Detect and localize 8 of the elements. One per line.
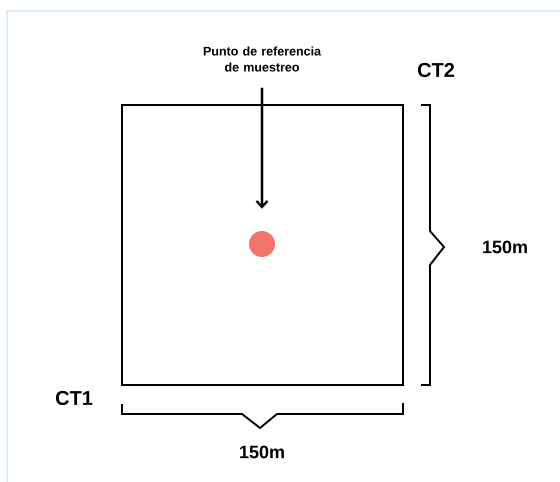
dimension-label: 150m: [240, 446, 284, 458]
plot-square: [121, 104, 404, 386]
leader-arrow: [256, 88, 268, 209]
point-label: CT1: [56, 390, 92, 406]
sampling-point: [249, 231, 275, 257]
dimension-label: 150m: [483, 240, 527, 254]
point-label: CT2: [418, 62, 454, 78]
caption-text: Punto de referencia de muestreo: [204, 46, 322, 72]
